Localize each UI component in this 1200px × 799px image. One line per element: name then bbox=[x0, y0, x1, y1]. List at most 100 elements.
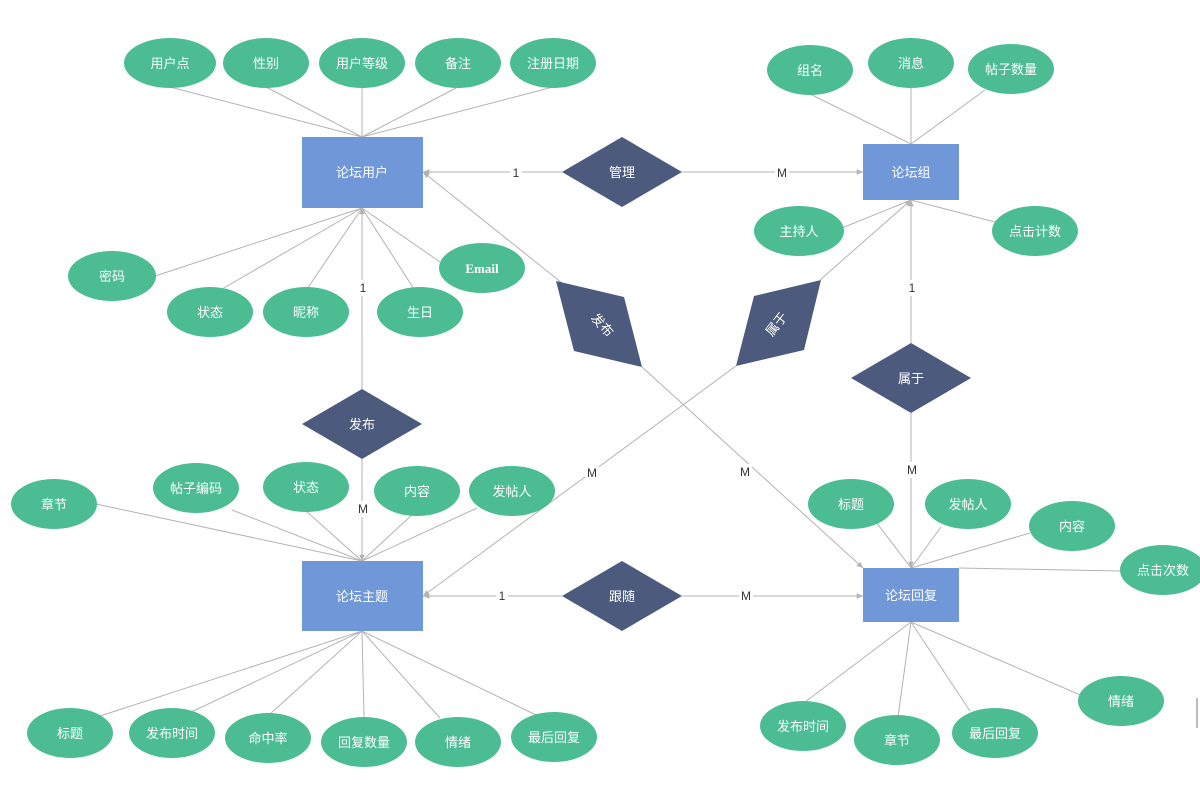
attribute-label: 状态 bbox=[293, 481, 319, 496]
attribute-label: 备注 bbox=[445, 56, 471, 72]
attribute-label: 标题 bbox=[838, 498, 864, 513]
connector-line bbox=[897, 621, 912, 718]
connector-line bbox=[910, 621, 971, 712]
connector-line bbox=[305, 510, 363, 562]
connector-line bbox=[361, 207, 415, 290]
attribute-label: 组名 bbox=[797, 63, 823, 79]
attribute-label: 发帖人 bbox=[948, 497, 987, 513]
connector-line bbox=[841, 199, 912, 229]
connector-line bbox=[361, 86, 459, 138]
relationship-post-user-reply: 发布 bbox=[556, 281, 642, 367]
entity-user: 论坛用户 bbox=[302, 137, 423, 208]
attribute-oval bbox=[510, 38, 596, 88]
attribute-oval bbox=[321, 717, 407, 767]
connector-line bbox=[910, 526, 942, 569]
attribute-oval bbox=[992, 206, 1078, 256]
entity-reply: 论坛回复 bbox=[863, 568, 959, 622]
connector-line bbox=[184, 630, 363, 716]
connector-lines bbox=[95, 86, 1121, 719]
attribute-oval bbox=[1029, 501, 1115, 551]
attribute-label: 状态 bbox=[197, 306, 223, 321]
connector-line bbox=[910, 89, 986, 145]
attribute-oval bbox=[868, 38, 954, 88]
attribute-label: 用户等级 bbox=[336, 56, 388, 72]
attribute-label: 发布时间 bbox=[146, 726, 198, 742]
attribute-label: 内容 bbox=[1059, 519, 1085, 535]
cardinality-label: M bbox=[740, 465, 750, 479]
connector-line bbox=[169, 86, 363, 138]
attributes: 用户点 性别 用户等级 备注 注册日期 密码 状态 昵称 生日 Email 组名… bbox=[11, 38, 1200, 767]
connector-line bbox=[361, 630, 441, 719]
attribute-label: 昵称 bbox=[293, 306, 319, 321]
attribute-oval bbox=[760, 701, 846, 751]
connector-line bbox=[154, 207, 363, 277]
connector-line bbox=[641, 366, 864, 569]
attribute-label: 内容 bbox=[404, 484, 430, 500]
attribute-oval bbox=[415, 38, 501, 88]
attribute-oval bbox=[1120, 545, 1200, 595]
attribute-label: 点击计数 bbox=[1009, 225, 1061, 240]
connector-line bbox=[99, 630, 363, 717]
connector-line bbox=[269, 630, 363, 715]
attribute-label: 章节 bbox=[884, 733, 910, 749]
attribute-label: 注册日期 bbox=[527, 57, 579, 72]
attribute-oval bbox=[415, 717, 501, 767]
attribute-oval bbox=[511, 712, 597, 762]
attribute-oval bbox=[374, 466, 460, 516]
relationship-manage: 管理 bbox=[562, 137, 682, 207]
attribute-label: 帖子数量 bbox=[985, 63, 1037, 78]
attribute-oval bbox=[1078, 676, 1164, 726]
entity-label: 论坛组 bbox=[891, 166, 930, 181]
attribute-oval bbox=[167, 287, 253, 337]
connector-line bbox=[361, 507, 478, 562]
attribute-label: 回复数量 bbox=[338, 736, 390, 751]
attribute-oval bbox=[68, 251, 156, 301]
attribute-oval bbox=[854, 715, 940, 765]
relationship-label: 管理 bbox=[609, 166, 635, 181]
relationship-follow: 跟随 bbox=[562, 561, 682, 631]
attribute-label: 最后回复 bbox=[969, 727, 1021, 742]
attribute-label: 标题 bbox=[57, 727, 83, 742]
attribute-oval bbox=[952, 708, 1038, 758]
attribute-oval bbox=[225, 713, 311, 763]
attribute-label: 最后回复 bbox=[528, 731, 580, 746]
relationship-label: 发布 bbox=[349, 417, 375, 433]
attribute-oval bbox=[319, 38, 405, 88]
relationship-post-user-topic: 发布 bbox=[302, 389, 422, 459]
connector-line bbox=[809, 93, 912, 145]
cardinality-label: 1 bbox=[909, 281, 916, 295]
connector-line bbox=[361, 630, 537, 716]
attribute-label: 发布时间 bbox=[777, 719, 829, 735]
cardinality-label: M bbox=[358, 502, 368, 516]
relationship-label: 属于 bbox=[898, 372, 924, 387]
attribute-oval bbox=[124, 38, 216, 88]
attribute-label: 情绪 bbox=[445, 736, 471, 751]
connector-line bbox=[231, 509, 363, 562]
entity-label: 论坛回复 bbox=[885, 589, 937, 604]
attribute-oval bbox=[925, 479, 1011, 529]
connector-line bbox=[221, 207, 363, 290]
relationship-belong-topic-group: 属于 bbox=[736, 280, 821, 366]
attribute-oval bbox=[767, 45, 853, 95]
cardinality-label: 1 bbox=[499, 589, 506, 603]
entity-group: 论坛组 bbox=[863, 144, 959, 200]
connector-line bbox=[910, 199, 996, 223]
attribute-oval bbox=[377, 287, 463, 337]
cardinality-label: M bbox=[777, 166, 787, 180]
attribute-oval bbox=[968, 44, 1054, 94]
attribute-label: 消息 bbox=[898, 56, 924, 72]
connector-line bbox=[361, 86, 554, 138]
entity-label: 论坛用户 bbox=[336, 165, 388, 181]
connector-line bbox=[804, 621, 912, 703]
entity-label: 论坛主题 bbox=[336, 590, 388, 605]
attribute-oval bbox=[263, 462, 349, 512]
attribute-oval bbox=[754, 206, 844, 256]
connector-line bbox=[265, 86, 363, 138]
cardinality-label: 1 bbox=[513, 166, 520, 180]
cardinality-label: M bbox=[587, 466, 597, 480]
connector-line bbox=[306, 207, 363, 290]
relationship-label: 跟随 bbox=[609, 590, 635, 605]
attribute-label: Email bbox=[465, 261, 499, 276]
attribute-label: 章节 bbox=[41, 497, 67, 513]
